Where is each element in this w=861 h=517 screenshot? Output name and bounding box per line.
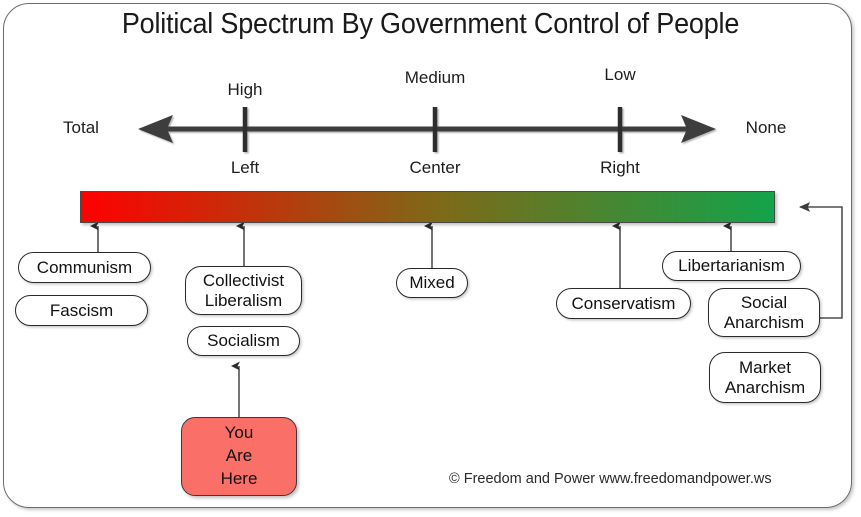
spectrum-gradient-bar <box>80 191 775 223</box>
axis-tick-label-high: High <box>227 80 263 99</box>
axis-tick-label-center: Center <box>409 158 461 177</box>
axis-tick-label-left: Left <box>230 158 260 177</box>
you-are-here-line1: You <box>224 423 254 443</box>
label-fascism[interactable]: Fascism <box>15 295 148 326</box>
page-title: Political Spectrum By Government Control… <box>121 8 740 40</box>
label-market-anarchism[interactable]: Market Anarchism <box>709 352 821 403</box>
you-are-here-box[interactable]: You Are Here <box>181 417 297 496</box>
label-communism[interactable]: Communism <box>18 252 151 283</box>
axis-left-end-label: Total <box>63 118 99 137</box>
axis-tick-label-medium: Medium <box>404 68 466 87</box>
label-mixed[interactable]: Mixed <box>396 268 468 298</box>
label-libertarianism[interactable]: Libertarianism <box>662 251 801 281</box>
axis-tick-label-low: Low <box>604 65 636 84</box>
label-socialism[interactable]: Socialism <box>187 326 300 356</box>
axis-right-end-label: None <box>745 118 787 137</box>
label-collectivist-liberalism[interactable]: Collectivist Liberalism <box>185 266 302 315</box>
label-social-anarchism[interactable]: Social Anarchism <box>708 288 820 337</box>
label-conservatism[interactable]: Conservatism <box>556 288 691 319</box>
you-are-here-line2: Are <box>225 446 253 466</box>
you-are-here-line3: Here <box>220 468 258 488</box>
axis-tick-label-right: Right <box>600 158 640 177</box>
copyright-text: © Freedom and Power www.freedomandpower.… <box>449 471 772 487</box>
